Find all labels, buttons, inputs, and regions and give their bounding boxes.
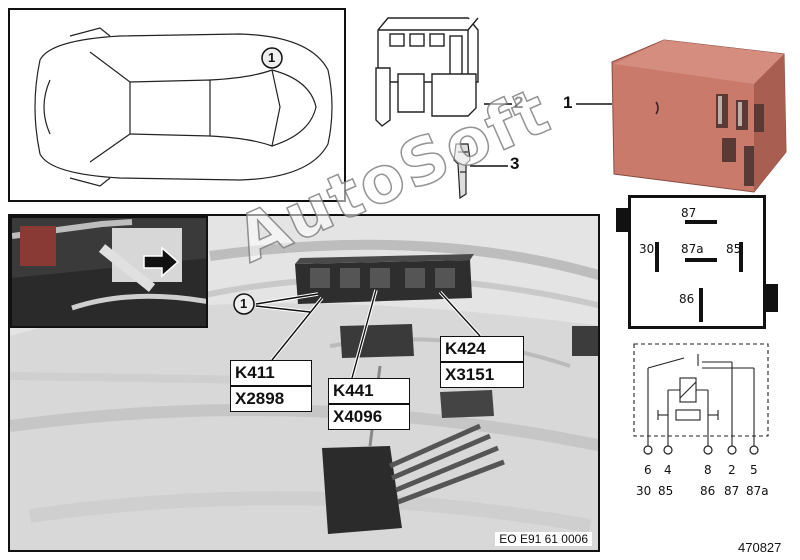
connector-housing-drawing <box>375 17 479 127</box>
pin-85-blade <box>739 242 743 272</box>
item-1-label: 1 <box>563 93 573 112</box>
callout-k411: K411 <box>230 360 312 386</box>
installation-photo-panel: 1 K411 X2898 K441 X4096 K424 X3151 EO E9… <box>8 214 600 552</box>
callout-k441: K441 <box>328 378 410 404</box>
pin-30-label: 30 <box>639 242 655 256</box>
item-3-label: 3 <box>510 154 520 173</box>
pin-87a-blade <box>685 258 717 262</box>
photo-leaders <box>255 289 482 379</box>
relay-tab-left <box>616 208 628 232</box>
pin-87-label: 87 <box>681 206 697 220</box>
relay-tab-right <box>766 284 778 312</box>
schematic-term-86: 86 <box>700 484 716 498</box>
pin-86-blade <box>699 288 703 322</box>
car-marker-label: 1 <box>268 50 276 65</box>
schematic-pin-5: 5 <box>750 463 758 477</box>
car-marker-circle <box>261 47 283 69</box>
car-location-panel: 1 <box>8 8 346 202</box>
photo-marker-label: 1 <box>240 296 248 311</box>
item-2-label: 2 <box>514 93 524 112</box>
callout-k424: K424 <box>440 336 524 362</box>
pin-87-blade <box>685 220 717 224</box>
schematic-pin-6: 6 <box>644 463 652 477</box>
leader-1 <box>576 103 612 105</box>
photo-marker-circle <box>233 293 255 315</box>
car-outline-drawing <box>34 27 333 187</box>
callout-x2898: X2898 <box>230 386 312 412</box>
pin-87a-label: 87a <box>681 242 704 256</box>
schematic-term-85: 85 <box>658 484 674 498</box>
diagram-number: 470827 <box>738 540 782 555</box>
schematic-pin-8: 8 <box>704 463 712 477</box>
pin-85-label: 85 <box>726 242 742 256</box>
terminal-pin-drawing <box>453 143 471 200</box>
leader-2 <box>484 103 512 105</box>
callout-x4096: X4096 <box>328 404 410 430</box>
photo-code: EO E91 61 0006 <box>495 532 592 546</box>
schematic-term-87a: 87a <box>746 484 769 498</box>
pin-86-label: 86 <box>679 292 695 306</box>
leader-3 <box>470 165 508 167</box>
schematic-term-87: 87 <box>724 484 740 498</box>
schematic-term-30: 30 <box>636 484 652 498</box>
schematic-pin-2: 2 <box>728 463 736 477</box>
schematic-pin-4: 4 <box>664 463 672 477</box>
relay-pin-layout: 87 30 87a 85 86 <box>628 195 766 329</box>
inset-photo <box>10 216 208 328</box>
callout-x3151: X3151 <box>440 362 524 388</box>
relay-schematic <box>633 343 769 455</box>
pin-30-blade <box>655 242 659 272</box>
inset-photo-drawing <box>12 218 206 326</box>
relay-photo <box>611 39 787 193</box>
